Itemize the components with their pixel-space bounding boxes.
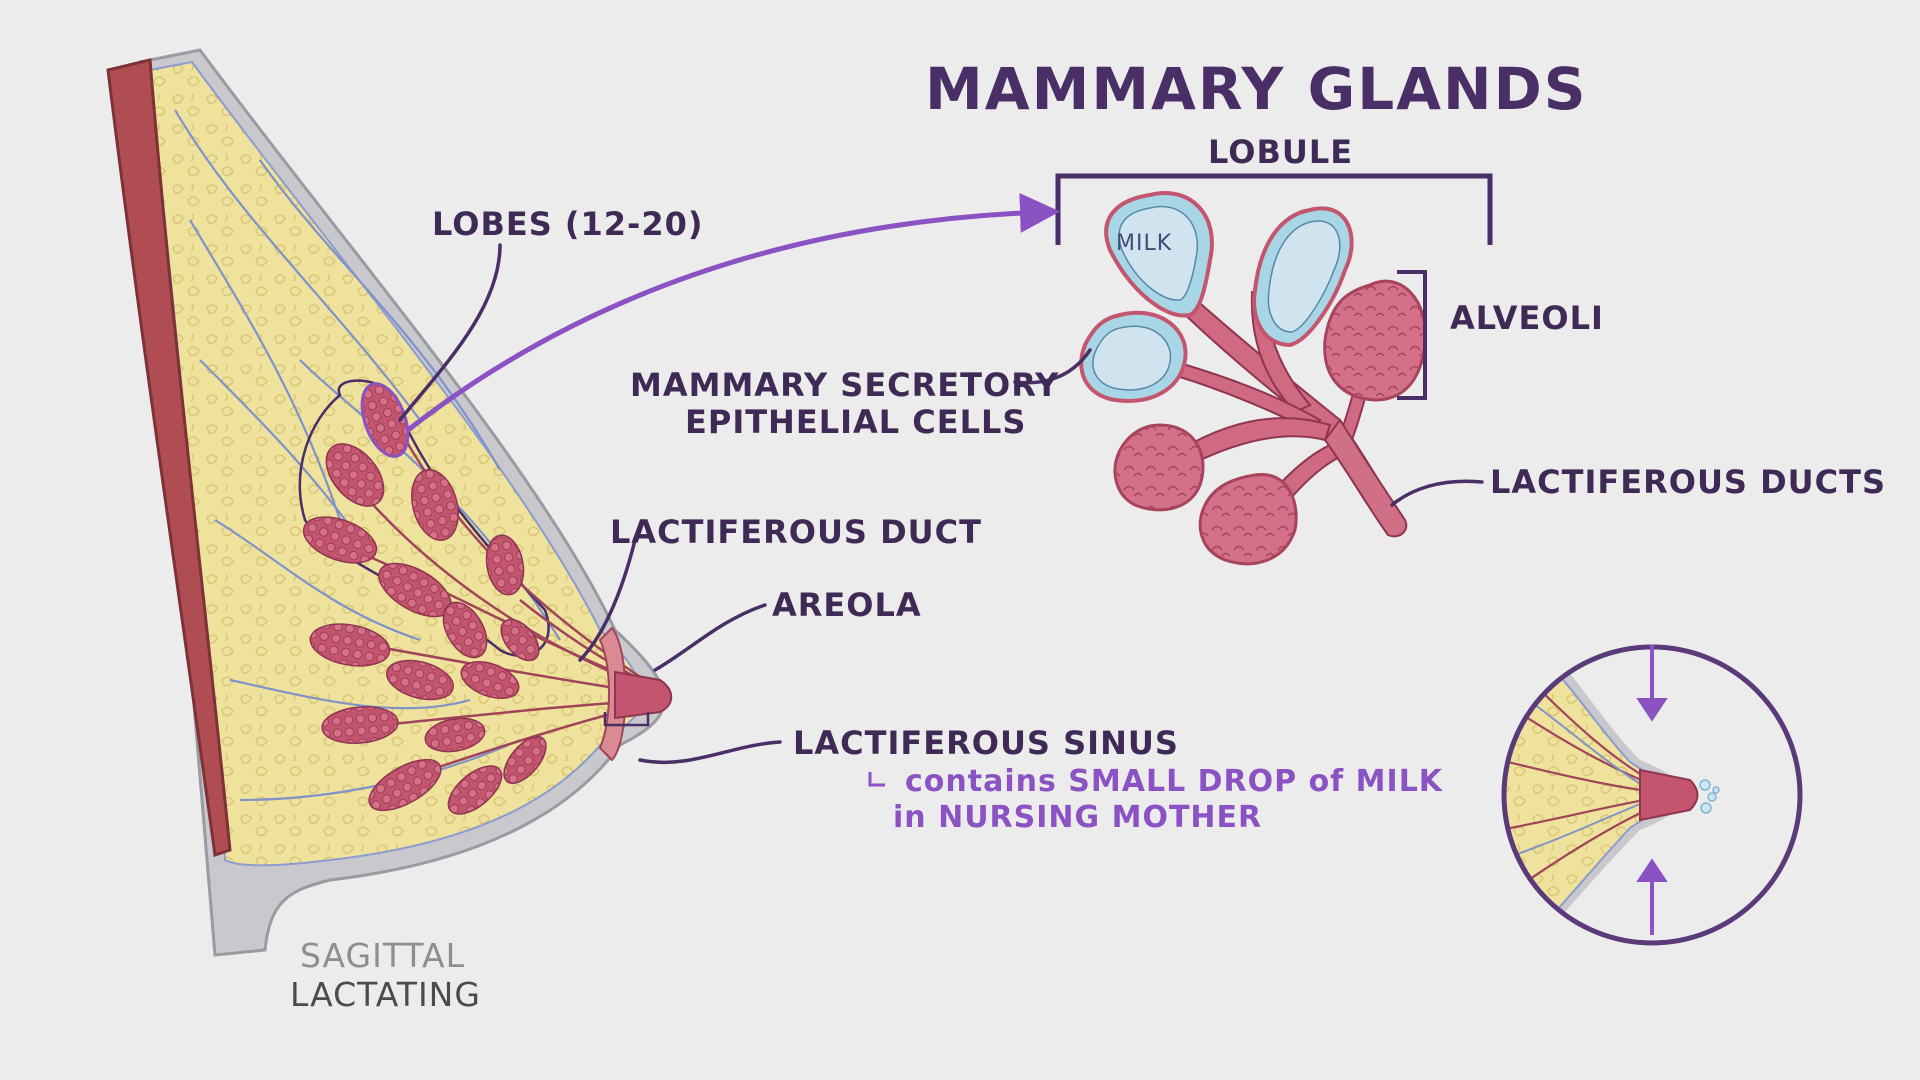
label-lactiferous-sinus: LACTIFEROUS SINUS [793,724,1179,762]
view-label-lactating: LACTATING [290,975,481,1014]
suspensory-ligaments [174,109,561,802]
label-secretory-line1: MAMMARY SECRETORY [630,366,1060,404]
label-alveoli: ALVEOLI [1450,299,1604,337]
sinus-note-line2: in NURSING MOTHER [893,800,1263,835]
nipple-shape [614,670,673,720]
pectoral-muscle [106,58,232,857]
label-secretory-line2: EPITHELIAL CELLS [685,403,1027,441]
areola-shape [598,626,627,762]
label-lobes: LOBES (12-20) [432,205,704,243]
diagram-title: MAMMARY GLANDS [925,55,1588,123]
leader-lines [398,243,1484,765]
view-label-sagittal: SAGITTAL [300,936,465,975]
milk-alveoli [1079,191,1354,403]
label-lactiferous-duct: LACTIFEROUS DUCT [610,513,982,551]
lobe-clusters [302,382,547,815]
sinus-note-line1: contains SMALL DROP of MILK [905,764,1444,799]
closed-alveoli [1113,279,1428,566]
breast-section [106,48,673,957]
nursing-inset [1501,644,1803,946]
label-lactiferous-ducts: LACTIFEROUS DUCTS [1490,463,1887,501]
label-milk: MILK [1116,231,1173,256]
label-areola: AREOLA [772,586,922,624]
label-lobule: LOBULE [1208,133,1354,171]
arrow-to-lobule [406,192,1060,432]
